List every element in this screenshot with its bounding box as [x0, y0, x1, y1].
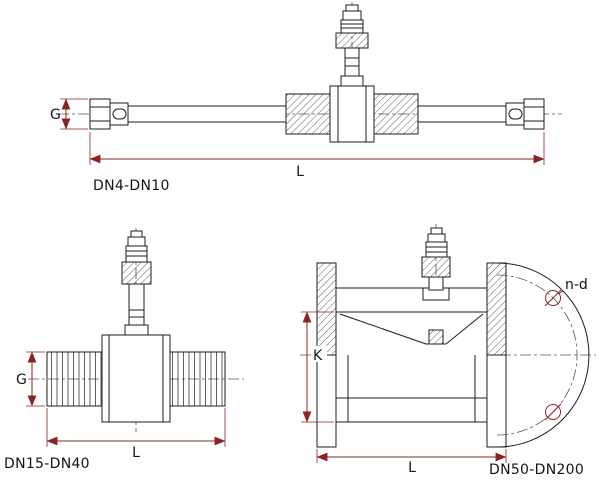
- dimension-l: L: [89, 132, 545, 180]
- bolt-hole-bottom: [545, 404, 561, 420]
- outlet-cone: [445, 313, 484, 345]
- view-dn15-dn40: G L DN15-DN40: [4, 228, 244, 472]
- left-tube: [125, 105, 287, 123]
- dim-label-k: K: [313, 348, 323, 364]
- left-end-fitting: [89, 98, 129, 130]
- caption-dn4-dn10: DN4-DN10: [93, 178, 170, 194]
- right-nut: [373, 93, 419, 135]
- dimension-g: G: [16, 351, 45, 407]
- caption-dn15-dn40: DN15-DN40: [4, 456, 90, 472]
- bolt-hole-top: [545, 290, 561, 306]
- inlet-cone: [339, 313, 427, 345]
- sensor-assembly: [335, 4, 369, 87]
- dim-label-l: L: [132, 445, 140, 461]
- left-nut: [285, 93, 331, 135]
- dimension-g: G: [50, 98, 88, 130]
- dim-label-l: L: [296, 164, 304, 180]
- nd-leader: [557, 290, 564, 295]
- sensor-assembly: [421, 227, 451, 291]
- dim-label-g: G: [16, 372, 27, 388]
- meter-body: [46, 334, 226, 423]
- center-body: [101, 334, 171, 423]
- dim-label-g: G: [50, 107, 61, 123]
- caption-dn50-dn200: DN50-DN200: [489, 462, 584, 478]
- sensor-assembly: [121, 230, 152, 336]
- dim-label-nd: n-d: [565, 277, 588, 293]
- dimension-k: K: [301, 311, 334, 423]
- view-dn4-dn10: G L DN4-DN10: [50, 2, 562, 194]
- left-threaded-end: [46, 351, 103, 407]
- dim-label-l: L: [408, 460, 416, 476]
- right-end-fitting: [505, 98, 545, 130]
- right-flange: [486, 262, 507, 448]
- right-tube: [417, 105, 507, 123]
- view-dn50-dn200: n-d K L DN50-DN200: [300, 224, 596, 478]
- dimension-l: L: [316, 449, 507, 476]
- meter-body: [335, 287, 488, 423]
- turbine-rotor: [428, 329, 444, 345]
- flange-face-arc: [496, 262, 590, 448]
- right-threaded-end: [169, 351, 226, 407]
- bolt-circle-arc: [496, 274, 578, 436]
- center-hub: [329, 85, 375, 143]
- bolt-circle-detail: n-d: [496, 262, 590, 448]
- dimension-l: L: [46, 408, 226, 461]
- meter-body: [125, 85, 507, 143]
